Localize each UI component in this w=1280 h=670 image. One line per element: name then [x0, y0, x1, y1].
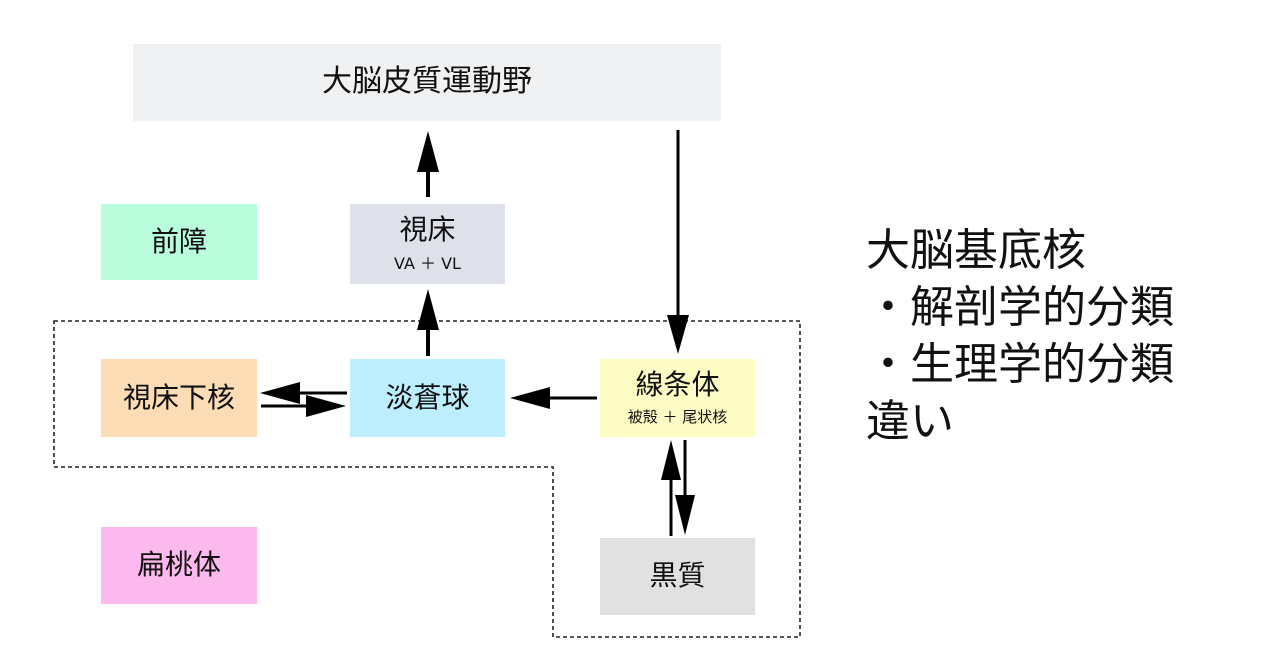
- claustrum-label: 前障: [150, 224, 207, 258]
- striatum-sublabel: 被殻 ＋ 尾状核: [627, 407, 728, 426]
- globus-pallidus-label: 淡蒼球: [385, 380, 470, 414]
- striatum-box: 線条体 被殻 ＋ 尾状核: [600, 359, 755, 437]
- motor-cortex-label: 大脳皮質運動野: [322, 64, 532, 100]
- amygdala-label: 扁桃体: [136, 548, 221, 582]
- thalamus-box: 視床 VA ＋ VL: [350, 204, 505, 284]
- arrow-pallidus-to-subthalamic: [260, 382, 347, 404]
- arrow-thalamus-to-cortex: [417, 131, 439, 197]
- striatum-label: 線条体: [635, 368, 720, 402]
- globus-pallidus-box: 淡蒼球: [350, 359, 505, 437]
- heading-physiological: ・生理学的分類: [866, 339, 1174, 390]
- heading-difference: 違い: [866, 396, 954, 447]
- thalamus-sublabel: VA ＋ VL: [394, 254, 461, 274]
- arrow-subthalamic-to-pallidus: [261, 395, 346, 417]
- topic-heading: 大脳基底核 ・解剖学的分類 ・生理学的分類 違い: [866, 222, 1174, 450]
- thalamus-label: 視床: [399, 212, 456, 246]
- subthalamic-nucleus-label: 視床下核: [122, 380, 235, 414]
- heading-title: 大脳基底核: [866, 225, 1086, 276]
- arrow-nigra-to-striatum: [661, 440, 681, 536]
- arrow-striatum-to-pallidus: [510, 387, 597, 409]
- arrow-striatum-to-nigra: [675, 440, 695, 535]
- basal-ganglia-region-outline: [53, 320, 801, 638]
- substantia-nigra-label: 黒質: [649, 559, 706, 593]
- arrow-cortex-to-striatum: [667, 130, 689, 354]
- arrow-pallidus-to-thalamus: [417, 289, 439, 356]
- claustrum-box: 前障: [101, 204, 257, 280]
- subthalamic-nucleus-box: 視床下核: [101, 359, 257, 437]
- substantia-nigra-box: 黒質: [600, 538, 755, 615]
- motor-cortex-box: 大脳皮質運動野: [133, 44, 721, 121]
- heading-anatomical: ・解剖学的分類: [866, 282, 1174, 333]
- amygdala-box: 扁桃体: [101, 527, 257, 604]
